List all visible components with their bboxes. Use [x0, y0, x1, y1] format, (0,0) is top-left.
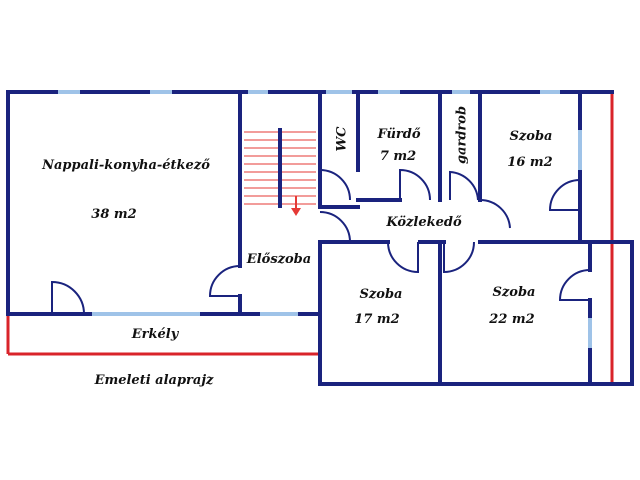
door-corridor-right — [479, 198, 511, 229]
door-furdo — [399, 168, 431, 201]
door-szoba3-inner — [558, 269, 591, 301]
label-gardrob: gardrob — [455, 106, 470, 164]
plan-caption: Emeleti alaprajz — [94, 373, 214, 388]
area-szoba1: 16 m2 — [507, 155, 552, 170]
windows — [58, 90, 592, 348]
stair-arrow-icon — [291, 208, 301, 216]
label-erkely: Erkély — [131, 327, 180, 342]
door-wc — [319, 169, 351, 201]
walls — [6, 90, 634, 386]
label-furdo: Fürdő — [376, 127, 420, 142]
door-gardrob — [449, 170, 479, 201]
area-szoba3: 22 m2 — [488, 312, 534, 327]
area-szoba2: 17 m2 — [354, 312, 399, 327]
door-corridor-left — [319, 211, 351, 243]
door-szoba1 — [548, 179, 581, 211]
label-nappali: Nappali-konyha-étkező — [41, 158, 210, 173]
label-wc: WC — [335, 126, 350, 152]
door-szoba2 — [387, 241, 419, 274]
doors — [51, 168, 591, 315]
door-balcony — [51, 280, 85, 315]
area-furdo: 7 m2 — [380, 149, 416, 164]
room-labels: Nappali-konyha-étkező 38 m2 WC Fürdő 7 m… — [41, 106, 553, 388]
door-szoba3 — [443, 241, 475, 274]
label-kozlekedo: Közlekedő — [385, 215, 462, 230]
label-eloszoba: Előszoba — [246, 252, 311, 267]
label-szoba3: Szoba — [493, 285, 536, 300]
label-szoba1: Szoba — [510, 129, 553, 144]
label-szoba2: Szoba — [360, 287, 403, 302]
staircase — [244, 128, 316, 216]
area-nappali: 38 m2 — [91, 207, 136, 222]
door-living — [208, 265, 241, 297]
railings — [6, 94, 614, 384]
